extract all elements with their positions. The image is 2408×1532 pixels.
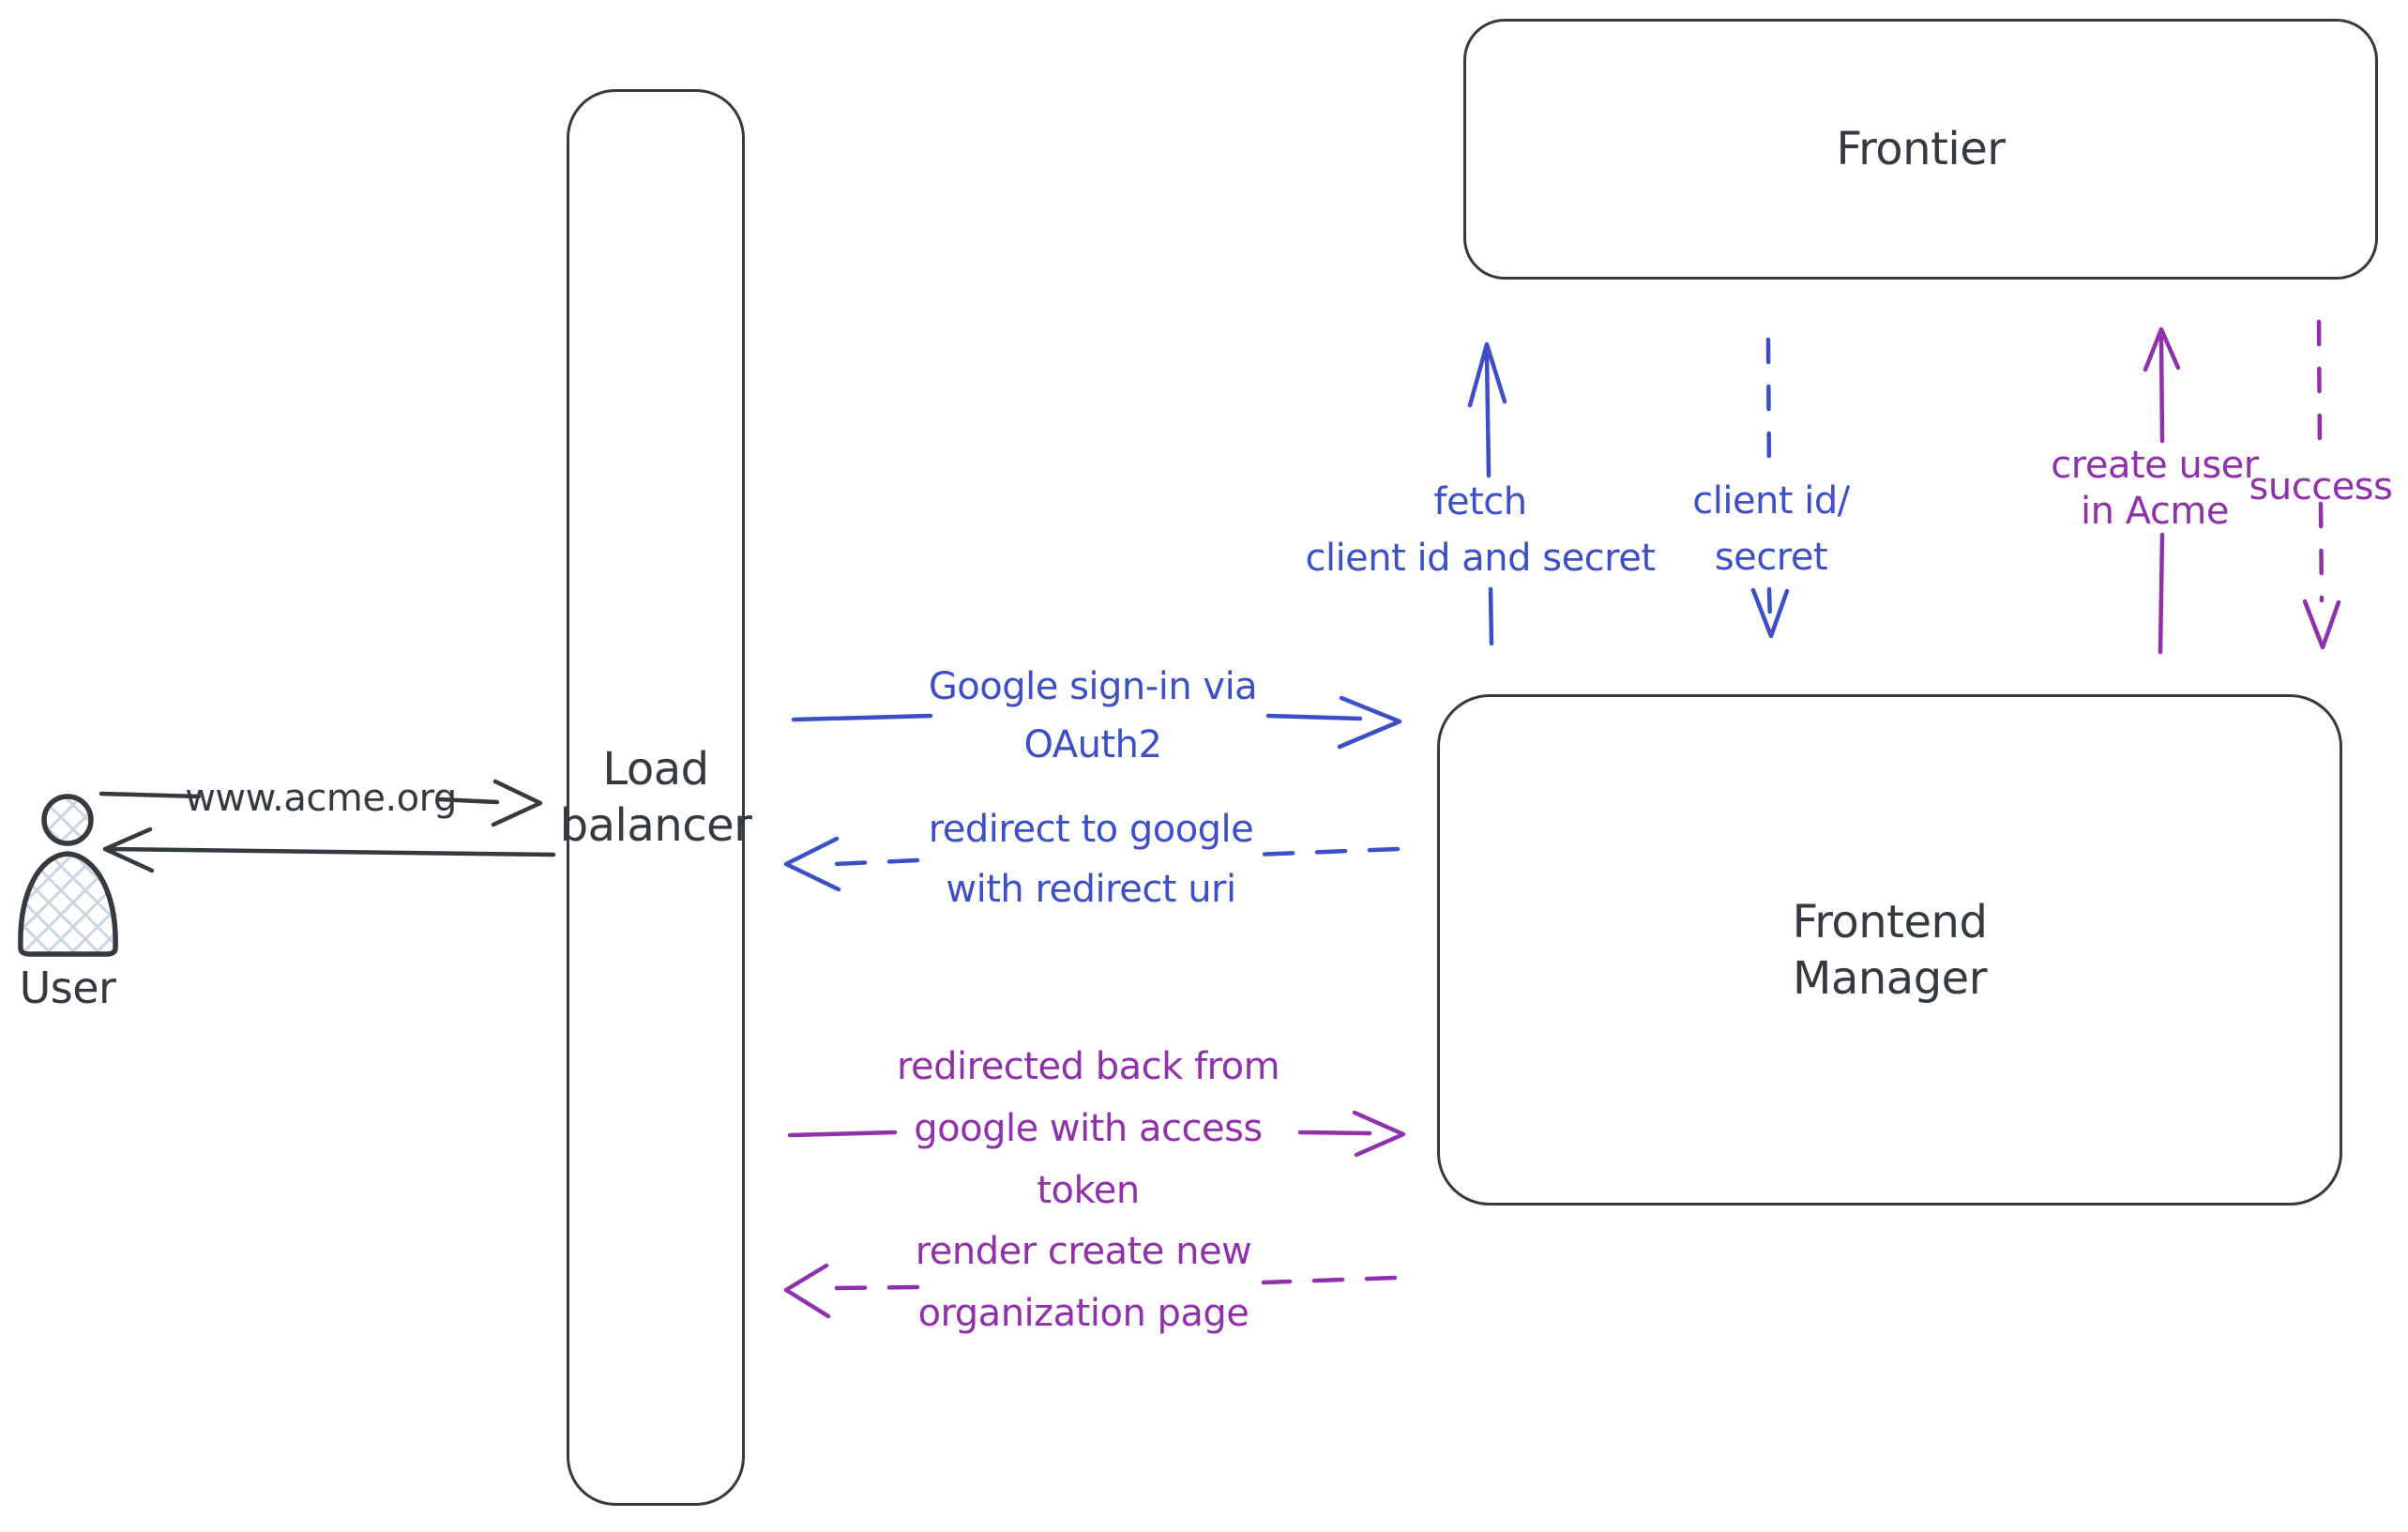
arrow-fetch-client-secret bbox=[1467, 341, 1507, 646]
user-label: User bbox=[19, 963, 116, 1013]
user-body bbox=[18, 851, 118, 957]
arrow-client-id-secret bbox=[1750, 337, 1790, 639]
arrowhead-left bbox=[102, 827, 155, 873]
arrowhead-down bbox=[2302, 599, 2341, 650]
label-success: success bbox=[2249, 465, 2393, 508]
label-redirected-back: redirected back from google with access … bbox=[896, 1045, 1280, 1212]
arrow-success bbox=[2302, 319, 2341, 650]
arrow-google-signin bbox=[791, 695, 1402, 750]
label-render-org-page: render create new organization page bbox=[915, 1230, 1252, 1335]
node-frontend-manager: Frontend Manager bbox=[1437, 694, 2342, 1206]
arrowhead-left bbox=[783, 1263, 831, 1319]
load-balancer-title: Load balancer bbox=[560, 741, 752, 854]
label-create-user: create user in Acme bbox=[2051, 444, 2259, 533]
arrow-redirected-back bbox=[787, 1110, 1406, 1158]
arrow-request-url bbox=[98, 779, 543, 827]
user-person-icon bbox=[18, 794, 118, 957]
frontend-manager-title-line2: Manager bbox=[1793, 951, 1987, 1005]
arrowhead-down bbox=[1750, 587, 1790, 639]
load-balancer-title-line1: Load bbox=[602, 743, 709, 796]
arrow-return-to-user bbox=[102, 827, 556, 873]
arrowhead-up bbox=[1467, 341, 1507, 408]
label-google-signin: Google sign-in via OAuth2 bbox=[928, 665, 1258, 766]
frontend-manager-title: Frontend Manager bbox=[1793, 894, 1988, 1007]
frontier-title: Frontier bbox=[1836, 123, 2006, 175]
arrowhead-up bbox=[2143, 326, 2181, 372]
arrowhead-right bbox=[1337, 695, 1402, 750]
node-load-balancer: Load balancer bbox=[560, 89, 752, 1506]
user-head bbox=[41, 794, 94, 846]
arrowhead-right bbox=[1352, 1110, 1406, 1158]
label-redirect-google: redirect to google with redirect uri bbox=[928, 808, 1254, 911]
node-frontier: Frontier bbox=[1463, 19, 2378, 280]
arrow-redirect-google bbox=[783, 836, 1401, 892]
arrowhead-right bbox=[491, 779, 543, 827]
load-balancer-title-line2: balancer bbox=[559, 799, 752, 852]
label-fetch-client-secret: fetch client id and secret bbox=[1305, 480, 1656, 580]
arrowhead-left bbox=[783, 836, 841, 892]
frontend-manager-title-line1: Frontend bbox=[1792, 895, 1988, 948]
arrow-create-user bbox=[2143, 326, 2181, 655]
arrow-render-org-page bbox=[783, 1263, 1398, 1319]
label-client-id-secret: client id/ secret bbox=[1692, 479, 1850, 579]
label-request-url: www.acme.org bbox=[185, 777, 457, 820]
